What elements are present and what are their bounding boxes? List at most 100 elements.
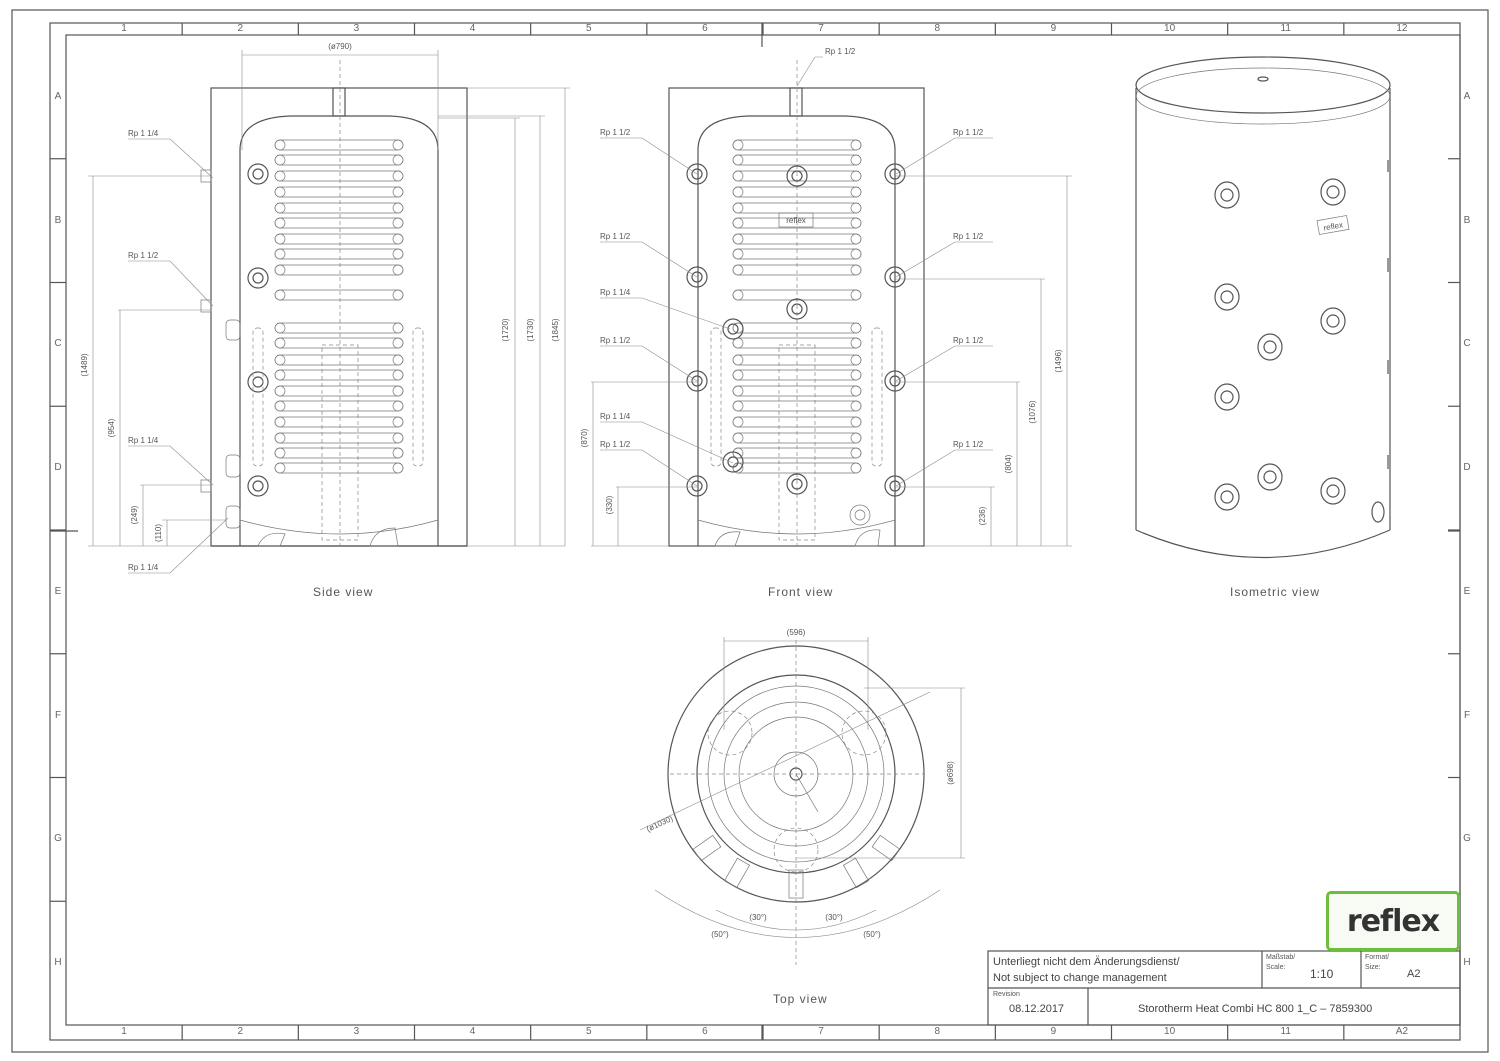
- front-left-connection: Rp 1 1/4: [600, 412, 631, 421]
- grid-col-label-top: 10: [1164, 23, 1176, 34]
- top-width-dim: (596): [787, 628, 806, 637]
- front-view-label: Front view: [768, 585, 834, 599]
- grid-col-label-top: 11: [1280, 23, 1291, 34]
- grid-col-label-top: 1: [121, 23, 127, 34]
- grid-row-label-left: G: [54, 833, 62, 845]
- grid-col-label-bottom: 8: [934, 1026, 941, 1037]
- top-view-label: Top view: [773, 992, 828, 1006]
- front-right-connection: Rp 1 1/2: [953, 440, 984, 449]
- front-right-dim: (804): [1004, 454, 1013, 473]
- grid-col-label-bottom: 7: [818, 1026, 824, 1037]
- column-ticks-bottom: [181, 1025, 1345, 1040]
- revision-date: 08.12.2017: [1009, 1003, 1065, 1015]
- iso-badge: reflex: [1323, 220, 1344, 232]
- grid-col-label-top: 6: [702, 23, 708, 34]
- side-view-drawing: [88, 50, 570, 574]
- front-badge: reflex: [786, 216, 806, 225]
- grid-row-label-left: H: [54, 957, 62, 969]
- grid-row-label-left: B: [54, 214, 62, 226]
- revision-label: Revision: [993, 991, 1020, 998]
- grid-col-label-top: 5: [585, 23, 592, 34]
- top-angle: (30°): [749, 913, 767, 922]
- reflex-logo: reflex: [1326, 891, 1460, 951]
- side-left-dim-4: (110): [154, 524, 163, 542]
- grid-row-label-left: C: [54, 338, 62, 350]
- grid-row-label-left: D: [54, 462, 62, 474]
- grid-col-label-top: 2: [237, 23, 244, 34]
- grid-col-label-bottom: 4: [469, 1026, 476, 1037]
- front-left-connection: Rp 1 1/2: [600, 336, 631, 345]
- title-block-lines: [987, 950, 1461, 1026]
- top-depth-dim: (ø698): [946, 761, 955, 785]
- grid-row-label-left: A: [54, 90, 62, 102]
- isometric-view-label: Isometric view: [1230, 585, 1321, 599]
- scale-label-en: Scale:: [1266, 964, 1286, 971]
- side-connection-label: Rp 1 1/4: [128, 563, 159, 572]
- side-view-label: Side view: [313, 585, 374, 599]
- grid-row-label-left: F: [54, 709, 62, 721]
- grid-col-label-top: 9: [1050, 23, 1057, 34]
- front-left-connection: Rp 1 1/2: [600, 232, 631, 241]
- grid-row-label-right: H: [1463, 957, 1471, 969]
- grid-row-label-right: F: [1463, 709, 1471, 721]
- front-right-dim: (236): [978, 506, 987, 525]
- grid-col-label-bottom: 9: [1050, 1026, 1057, 1037]
- note-english: Not subject to change management: [993, 972, 1167, 984]
- front-right-connection: Rp 1 1/2: [953, 232, 984, 241]
- side-connection-label: Rp 1 1/4: [128, 436, 159, 445]
- top-angle: (50°): [711, 930, 729, 939]
- side-height-dim-2: (1730): [526, 318, 535, 341]
- grid-row-label-right: E: [1463, 585, 1471, 597]
- top-angle: (50°): [863, 930, 881, 939]
- side-height-dim-1: (1720): [501, 318, 510, 341]
- isometric-view-drawing: [1135, 56, 1391, 559]
- grid-col-label-bottom: 10: [1164, 1026, 1176, 1037]
- drawing-frame: [65, 34, 1461, 1026]
- top-angle: (30°): [825, 913, 843, 922]
- grid-row-label-right: D: [1463, 462, 1471, 474]
- front-left-dim: (330): [605, 495, 614, 514]
- scale-value: 1:10: [1310, 967, 1334, 981]
- row-ticks-right: [1448, 158, 1460, 902]
- grid-row-label-right: C: [1463, 338, 1471, 350]
- format-label-en: Size:: [1365, 964, 1381, 971]
- grid-col-label-bottom: 2: [237, 1026, 244, 1037]
- side-width-dim: (ø790): [328, 42, 352, 51]
- grid-row-label-right: B: [1463, 214, 1471, 226]
- front-right-dim: (1076): [1028, 400, 1037, 423]
- top-diameter-dim: (ø1030): [645, 814, 674, 834]
- grid-col-label-top: 4: [469, 23, 476, 34]
- scale-label-de: Maßstab/: [1266, 954, 1296, 961]
- grid-col-label-bottom: A2: [1395, 1026, 1409, 1037]
- top-view-drawing: [639, 637, 965, 965]
- grid-row-label-right: A: [1463, 90, 1471, 102]
- logo-text: reflex: [1346, 903, 1440, 939]
- front-right-connection: Rp 1 1/2: [953, 128, 984, 137]
- side-connection-label: Rp 1 1/2: [128, 251, 159, 260]
- side-left-dim-3: (249): [130, 505, 139, 524]
- grid-col-label-bottom: 11: [1280, 1026, 1291, 1037]
- front-left-dim: (870): [580, 428, 589, 447]
- side-connection-label: Rp 1 1/4: [128, 129, 159, 138]
- grid-col-label-bottom: 5: [585, 1026, 592, 1037]
- grid-row-label-left: E: [54, 585, 62, 597]
- side-height-dim-3: (1845): [551, 318, 560, 341]
- grid-col-label-bottom: 1: [121, 1026, 127, 1037]
- format-label-de: Format/: [1365, 954, 1390, 961]
- column-ticks-top: [181, 23, 1345, 35]
- grid-col-label-top: 7: [818, 23, 824, 34]
- grid-col-label-top: 3: [353, 23, 360, 34]
- front-right-connection: Rp 1 1/2: [953, 336, 984, 345]
- front-left-connection: Rp 1 1/2: [600, 128, 631, 137]
- note-german: Unterliegt nicht dem Änderungsdienst/: [993, 956, 1180, 968]
- grid-col-label-bottom: 3: [353, 1026, 360, 1037]
- grid-col-label-top: 8: [934, 23, 941, 34]
- front-left-connection: Rp 1 1/4: [600, 288, 631, 297]
- grid-col-label-top: 12: [1396, 23, 1408, 34]
- front-right-dim: (1496): [1054, 349, 1063, 372]
- side-left-dim-1: (1489): [80, 353, 89, 376]
- grid-row-label-right: G: [1463, 833, 1471, 845]
- front-top-connection: Rp 1 1/2: [825, 47, 856, 56]
- front-left-connection: Rp 1 1/2: [600, 440, 631, 449]
